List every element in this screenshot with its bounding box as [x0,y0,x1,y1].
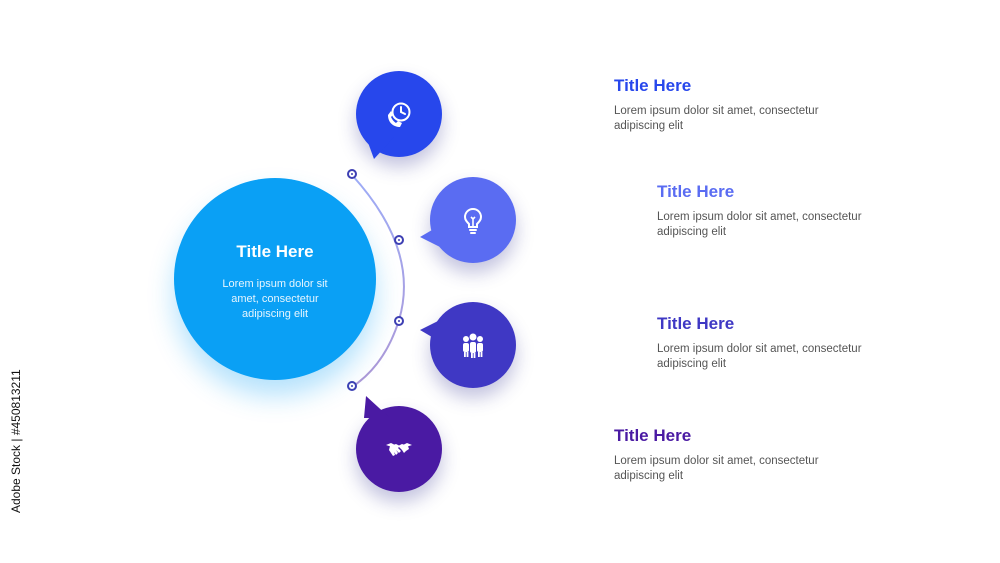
step-1-body: Lorem ipsum dolor sit amet, consectetur … [614,105,819,132]
center-title: Title Here [236,242,314,261]
lightbulb-icon [458,205,488,235]
step-1-bubble [356,71,442,159]
step-4-bubble [356,396,442,492]
connector-dot-2 [394,235,404,245]
step-3-label: Title Here Lorem ipsum dolor sit amet, c… [657,314,897,372]
connector-dot-1 [347,169,357,179]
step-3-body: Lorem ipsum dolor sit amet, consectetur … [657,343,862,370]
step-3-title: Title Here [657,314,735,333]
step-1-title: Title Here [614,76,692,95]
step-1-label: Title Here Lorem ipsum dolor sit amet, c… [614,76,854,134]
step-2-title: Title Here [657,182,735,201]
step-3-bubble [420,302,516,388]
center-body: Lorem ipsum dolor sit amet, consectetur … [222,278,328,320]
connector-dot-3 [394,316,404,326]
team-icon [458,330,488,360]
center-circle: Title Here Lorem ipsum dolor sit amet, c… [174,178,376,380]
step-2-body: Lorem ipsum dolor sit amet, consectetur … [657,211,862,238]
step-4-label: Title Here Lorem ipsum dolor sit amet, c… [614,426,854,484]
handshake-icon [384,434,414,464]
step-4-body: Lorem ipsum dolor sit amet, consectetur … [614,455,819,482]
stock-id-text: Adobe Stock | #450813211 [9,369,23,513]
step-2-label: Title Here Lorem ipsum dolor sit amet, c… [657,182,897,240]
phone-clock-icon [384,99,414,129]
step-4-title: Title Here [614,426,692,445]
step-2-bubble [420,177,516,263]
connector-dot-4 [347,381,357,391]
